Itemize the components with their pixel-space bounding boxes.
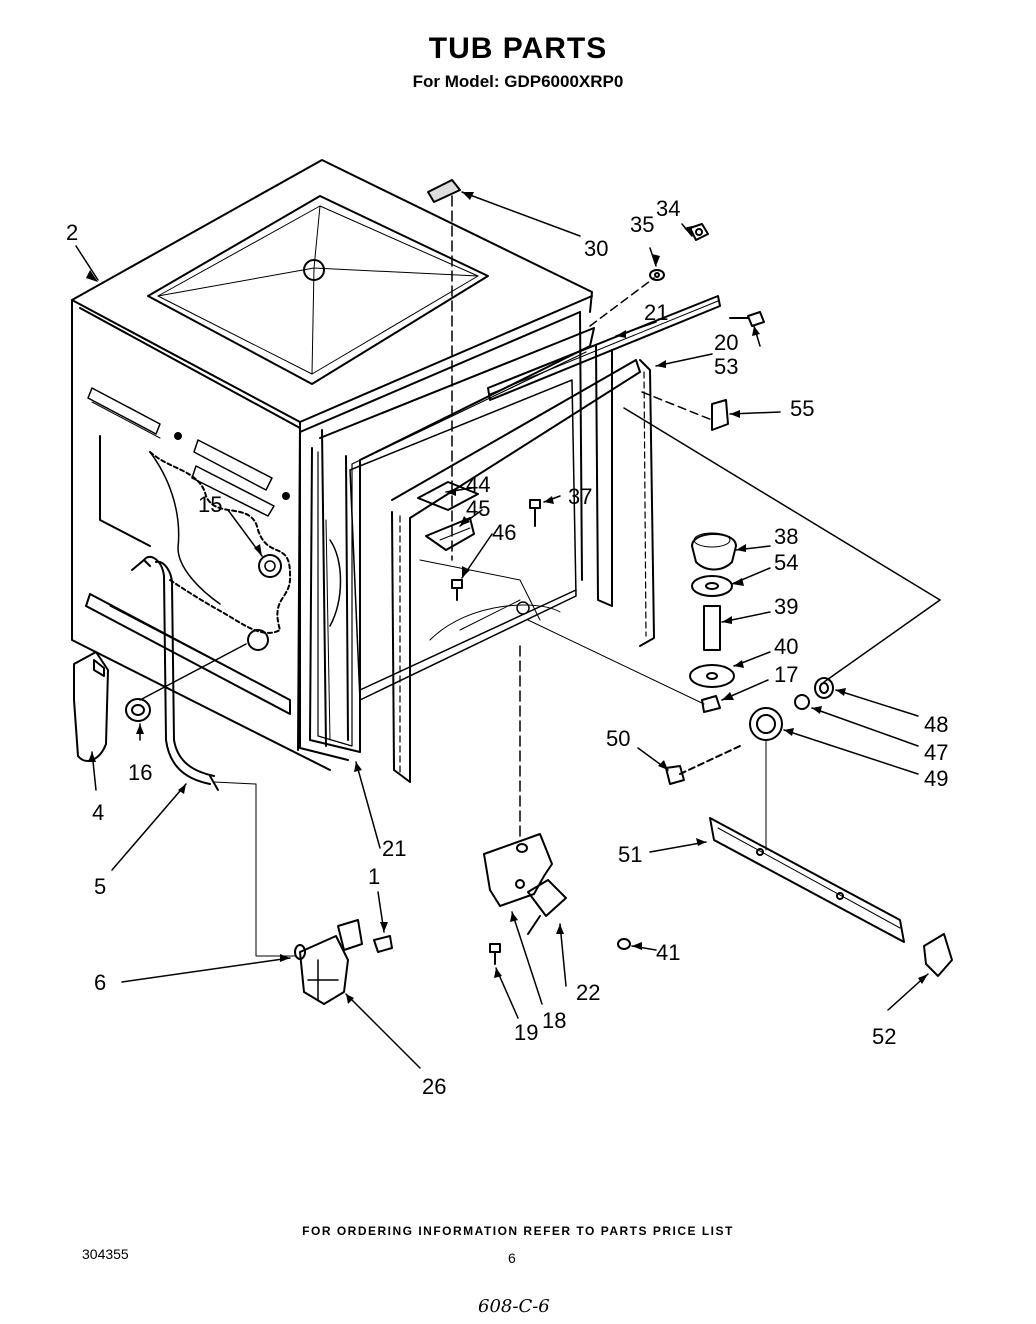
screws-37-46 [451,499,541,601]
callout-6: 6 [94,970,106,995]
top-clip-30 [427,179,461,203]
nut-34 [689,223,709,241]
bracket-44-45 [417,481,479,551]
callout-1: 1 [368,864,380,889]
callout-18: 18 [542,1008,566,1033]
callout-47: 47 [924,740,948,765]
callout-54: 54 [774,550,798,575]
callout-4: 4 [92,800,104,825]
bracket-18 [483,833,553,907]
door-gasket [309,327,655,783]
callout-21-top: 21 [644,300,668,325]
callout-53: 53 [714,354,738,379]
callout-labels: 2 30 34 35 21 20 53 55 44 45 37 46 15 38… [66,196,948,1099]
callout-34: 34 [656,196,680,221]
page-title: TUB PARTS [428,32,608,65]
screw-53 [729,311,765,327]
callout-30: 30 [584,236,608,261]
callout-52: 52 [872,1024,896,1049]
wheel-assembly-47-49 [665,677,834,785]
callout-35: 35 [630,212,654,237]
callout-38: 38 [774,524,798,549]
callout-21-bottom: 21 [382,836,406,861]
callout-19: 19 [514,1020,538,1045]
callout-2: 2 [66,220,78,245]
rail-end-cap-52 [923,933,953,977]
doc-number: 304355 [82,1246,129,1262]
ordering-note: FOR ORDERING INFORMATION REFER TO PARTS … [302,1224,734,1238]
callout-22: 22 [576,980,600,1005]
callout-51: 51 [618,842,642,867]
washer-35 [649,269,665,281]
callout-20: 20 [714,330,738,355]
callout-17: 17 [774,662,798,687]
tub-body [71,159,593,771]
callout-49: 49 [924,766,948,791]
page-number: 6 [508,1250,516,1266]
switch-22 [527,879,567,935]
leader-lines [91,191,941,1069]
model-subtitle: For Model: GDP6000XRP0 [412,72,624,91]
fill-valve-26 [294,919,393,1005]
handwritten-ref: 608-C-6 [478,1296,550,1317]
callout-40: 40 [774,634,798,659]
rail-51 [709,817,905,943]
callout-46: 46 [492,520,516,545]
callout-16: 16 [128,760,152,785]
cover-4 [73,651,109,762]
clip-55 [711,399,729,431]
gasket-strip [487,295,721,401]
callout-44: 44 [466,472,490,497]
callout-55: 55 [790,396,814,421]
callout-26: 26 [422,1074,446,1099]
grommet-16 [125,698,151,722]
screws-19-41 [489,938,631,965]
callout-39: 39 [774,594,798,619]
callout-5: 5 [94,874,106,899]
arrow-heads [86,192,928,1004]
roller-stack-38-40 [689,532,737,713]
callout-37: 37 [568,484,592,509]
callout-48: 48 [924,712,948,737]
callout-15: 15 [198,492,222,517]
hose-5 [131,555,219,791]
callout-45: 45 [466,496,490,521]
callout-50: 50 [606,726,630,751]
callout-41: 41 [656,940,680,965]
